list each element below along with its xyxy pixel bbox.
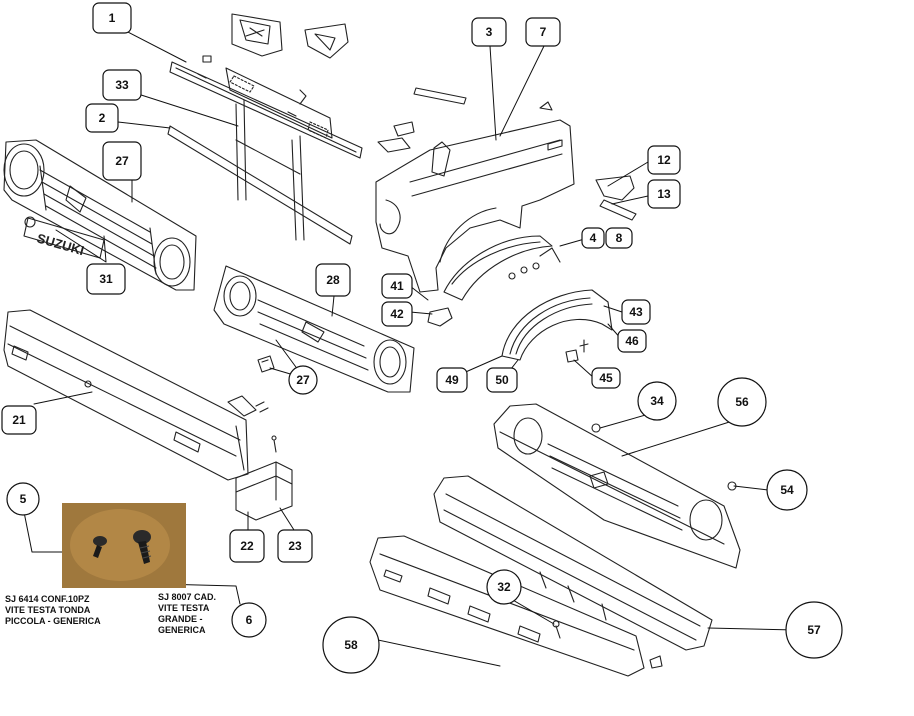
grille-frame-alt: [213, 265, 415, 393]
callout-22: 22: [229, 529, 265, 563]
callout-42: 42: [381, 301, 413, 327]
callout-label: 8: [616, 231, 623, 245]
callout-label: 22: [240, 539, 254, 553]
callout-label: 43: [629, 305, 643, 319]
mudflap-bracket: [427, 307, 453, 327]
callout-label: 45: [599, 371, 613, 385]
callout-7: 7: [525, 17, 561, 47]
callout-32: 32: [486, 569, 522, 605]
grille-assembly: [3, 139, 197, 291]
callout-label: 7: [540, 25, 547, 39]
callout-31: 31: [86, 263, 126, 295]
callout-34: 34: [637, 381, 677, 421]
grille-clip: [257, 355, 275, 373]
fender-bracket-1: [377, 87, 553, 153]
callout-label: 31: [99, 272, 113, 286]
callout-54: 54: [766, 469, 808, 511]
callout-label: 41: [390, 279, 404, 293]
front-fender: [375, 119, 575, 293]
upper-bracket-left: [231, 13, 283, 57]
callout-label: 13: [657, 187, 671, 201]
callout-label: 4: [590, 231, 597, 245]
callout-label: 56: [735, 395, 749, 409]
callout-label: 1: [109, 11, 116, 25]
callout-21: 21: [1, 405, 37, 435]
grille-fastener: [591, 423, 737, 491]
callout-label: 34: [650, 394, 664, 408]
large-screw-image: [133, 530, 152, 564]
callout-8: 8: [605, 227, 633, 249]
screw-photo: [62, 503, 186, 588]
callout-58: 58: [322, 616, 380, 674]
callout-5: 5: [6, 482, 40, 516]
bumper-bracket: [227, 395, 277, 453]
callout-4: 4: [581, 227, 605, 249]
callout-28: 28: [315, 263, 351, 297]
callout-label: 12: [657, 153, 671, 167]
mesh-panel: [225, 67, 333, 139]
callout-label: 6: [246, 613, 253, 627]
suzuki-emblem: SUZUKI: [23, 216, 105, 259]
callout-label: 27: [115, 154, 129, 168]
callout-label: 46: [625, 334, 639, 348]
callout-label: 27: [296, 373, 310, 387]
callout-27: 27: [288, 365, 318, 395]
callout-27: 27: [102, 141, 142, 181]
screw-note-right: SJ 8007 CAD. VITE TESTA GRANDE - GENERIC…: [158, 592, 217, 635]
callout-label: 58: [344, 638, 358, 652]
callout-3: 3: [471, 17, 507, 47]
callout-45: 45: [591, 367, 621, 389]
callout-1: 1: [92, 2, 132, 34]
callout-label: 49: [445, 373, 459, 387]
callout-49: 49: [436, 367, 468, 393]
lower-bumper-bolt: [552, 620, 663, 669]
bumper-facelift: [433, 475, 713, 651]
callout-label: 57: [807, 623, 821, 637]
callout-label: 28: [326, 273, 340, 287]
callout-label: 2: [99, 111, 106, 125]
grille-facelift: [493, 403, 741, 569]
small-screw-image: [93, 536, 107, 558]
callout-label: 3: [486, 25, 493, 39]
callout-33: 33: [102, 69, 142, 101]
callout-label: 33: [115, 78, 129, 92]
front-bumper: [3, 309, 249, 481]
callout-2: 2: [85, 103, 119, 133]
callout-56: 56: [717, 377, 767, 427]
callout-label: 50: [495, 373, 509, 387]
callout-46: 46: [617, 329, 647, 353]
arch-bolt: [565, 339, 589, 363]
upper-bracket-right: [304, 23, 349, 59]
callout-41: 41: [381, 273, 413, 299]
inner-liner: [443, 235, 561, 301]
radiator-frame: [167, 89, 353, 245]
fender-clip: [595, 175, 637, 221]
callout-50: 50: [486, 367, 518, 393]
bumper-corner: [235, 461, 293, 521]
callout-12: 12: [647, 145, 681, 175]
callout-label: 54: [780, 483, 794, 497]
callout-label: 23: [288, 539, 302, 553]
callout-23: 23: [277, 529, 313, 563]
callout-label: 32: [497, 580, 511, 594]
callout-6: 6: [231, 602, 267, 638]
callout-label: 42: [390, 307, 404, 321]
callout-label: 21: [12, 413, 26, 427]
callout-label: 5: [20, 492, 27, 506]
callout-57: 57: [785, 601, 843, 659]
wheel-arch-extension: [501, 289, 613, 361]
screw-note-left: SJ 6414 CONF.10PZ VITE TESTA TONDA PICCO…: [5, 594, 101, 626]
callout-13: 13: [647, 179, 681, 209]
callout-43: 43: [621, 299, 651, 325]
